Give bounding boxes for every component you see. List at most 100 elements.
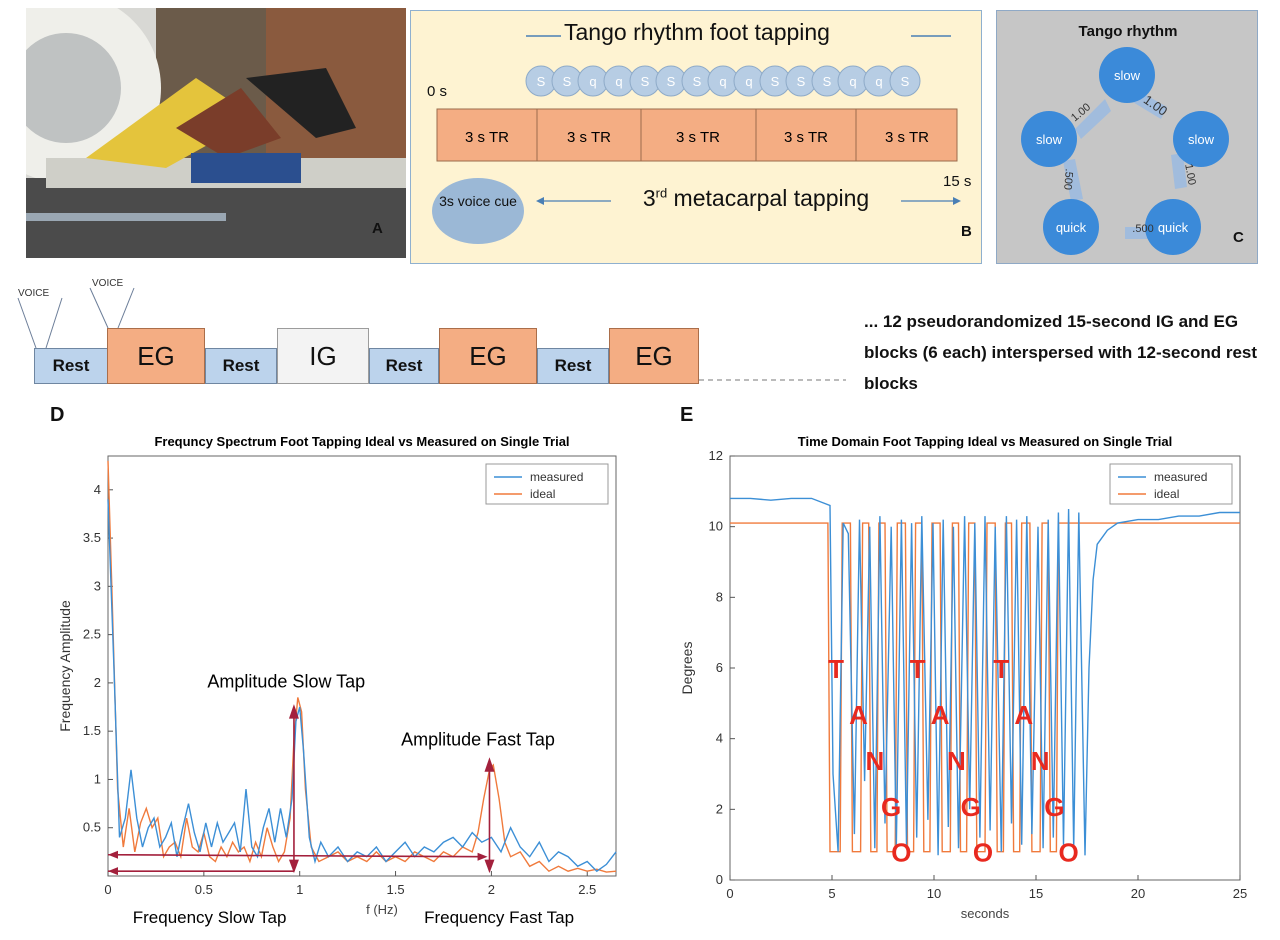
- x-tick-label: 2.5: [578, 882, 596, 897]
- tango-letter: A: [1014, 700, 1033, 730]
- tango-letter: N: [1031, 746, 1050, 776]
- y-tick-label: 4: [716, 731, 723, 746]
- voice-label: VOICE: [18, 288, 50, 299]
- amp-fast-label: Amplitude Fast Tap: [401, 730, 555, 750]
- end-time-label: 15 s: [943, 173, 972, 190]
- legend-label: ideal: [530, 487, 555, 501]
- timeline-description: ... 12 pseudorandomized 15-second IG and…: [864, 312, 1258, 393]
- tango-letter: G: [881, 792, 901, 822]
- rhythm-note-label: S: [823, 74, 832, 89]
- y-tick-label: 2: [716, 801, 723, 816]
- amp-slow-label: Amplitude Slow Tap: [207, 672, 365, 692]
- rhythm-node: [1173, 111, 1229, 167]
- y-tick-label: 0: [716, 872, 723, 887]
- tango-letter: T: [910, 654, 926, 684]
- rhythm-node: [1043, 199, 1099, 255]
- y-tick-label: 6: [716, 660, 723, 675]
- panel-c-letter: C: [1233, 229, 1244, 246]
- x-tick-label: 25: [1233, 886, 1247, 901]
- rest-block: Rest: [205, 348, 277, 384]
- y-tick-label: 2: [94, 675, 101, 690]
- legend-label: measured: [1154, 470, 1207, 484]
- tango-letter: T: [828, 654, 844, 684]
- rhythm-note-label: q: [589, 74, 596, 89]
- freq-fast-arrow: [107, 853, 484, 858]
- tango-letter: N: [865, 746, 884, 776]
- tango-letter: G: [1044, 792, 1064, 822]
- tr-bar: [436, 108, 958, 162]
- rhythm-node: [1021, 111, 1077, 167]
- x-tick-label: 2: [488, 882, 495, 897]
- rhythm-note: [889, 65, 921, 97]
- legend-label: ideal: [1154, 487, 1179, 501]
- rhythm-note-label: S: [797, 74, 806, 89]
- ig-block: IG: [277, 328, 369, 384]
- rhythm-node: [1099, 47, 1155, 103]
- y-tick-label: 2.5: [83, 627, 101, 642]
- amp-fast-arrowhead: [484, 757, 495, 772]
- freq-slow-label: Frequency Slow Tap: [133, 908, 287, 927]
- y-tick-label: 1.5: [83, 723, 101, 738]
- tango-letter: O: [891, 838, 911, 868]
- tr-block: 3 s TR: [465, 129, 509, 146]
- rhythm-note-label: S: [563, 74, 572, 89]
- rhythm-note-label: S: [771, 74, 780, 89]
- tango-letter: G: [961, 792, 981, 822]
- panel-d-letter: D: [50, 404, 65, 426]
- x-tick-label: 0: [104, 882, 111, 897]
- y-tick-label: 3.5: [83, 530, 101, 545]
- legend: [485, 463, 609, 505]
- rhythm-note-label: q: [849, 74, 856, 89]
- tango-letter: N: [947, 746, 966, 776]
- panel-e-letter: E: [680, 404, 694, 426]
- panel-c-title: Tango rhythm: [1078, 23, 1178, 40]
- x-axis-label: seconds: [961, 906, 1010, 921]
- amp-slow-arrowhead: [288, 704, 299, 719]
- tr-blocks: 3 s TR 3 s TR 3 s TR 3 s TR 3 s TR: [436, 108, 958, 162]
- metacarpal-label-sup: rd: [655, 185, 668, 201]
- chart-title: Time Domain Foot Tapping Ideal vs Measur…: [798, 434, 1172, 449]
- rest-block: Rest: [369, 348, 439, 384]
- rhythm-note-label: q: [875, 74, 882, 89]
- tango-letter: A: [931, 700, 950, 730]
- metacarpal-label-text: metacarpal tapping: [667, 185, 870, 211]
- legend-label: measured: [530, 470, 583, 484]
- y-tick-label: 12: [709, 448, 723, 463]
- series-line-measured: [730, 497, 1240, 856]
- amp-slow-arrowhead: [288, 859, 299, 874]
- eg-block: EG: [107, 328, 205, 384]
- voice-cue-bubble: [432, 178, 524, 244]
- x-tick-label: 0: [726, 886, 733, 901]
- x-tick-label: 20: [1131, 886, 1145, 901]
- rhythm-note-label: q: [615, 74, 622, 89]
- rhythm-node-label: slow: [1036, 132, 1063, 147]
- rhythm-graph: slow slow slow quick quick 1.00 1.00 1.0…: [1021, 47, 1229, 255]
- voice-cue-label: 3s voice cue: [439, 193, 517, 209]
- rhythm-node-label: quick: [1056, 220, 1087, 235]
- rhythm-note-label: S: [641, 74, 650, 89]
- y-tick-label: 3: [94, 578, 101, 593]
- tango-letter: O: [1059, 838, 1079, 868]
- rhythm-node-label: quick: [1158, 220, 1189, 235]
- edge-label: 1.00: [1182, 163, 1198, 186]
- x-tick-label: 5: [828, 886, 835, 901]
- plot-area: [107, 455, 617, 877]
- rhythm-node-label: slow: [1114, 68, 1141, 83]
- tr-block: 3 s TR: [885, 129, 929, 146]
- rhythm-note-label: S: [901, 74, 910, 89]
- x-tick-label: 10: [927, 886, 941, 901]
- frequency-spectrum-chart: Frequncy Spectrum Foot Tapping Ideal vs …: [57, 434, 617, 927]
- freq-slow-arrowhead: [108, 867, 118, 876]
- x-axis-label: f (Hz): [366, 902, 398, 917]
- x-tick-label: 1.5: [387, 882, 405, 897]
- amp-fast-arrowhead: [484, 859, 495, 874]
- rhythm-note-label: q: [745, 74, 752, 89]
- panel-b-title: Tango rhythm foot tapping: [564, 19, 830, 45]
- metacarpal-label: 3rd metacarpal tapping: [613, 185, 899, 212]
- voice-indicators: [17, 287, 846, 381]
- tr-block: 3 s TR: [784, 129, 828, 146]
- start-time-label: 0 s: [427, 83, 448, 100]
